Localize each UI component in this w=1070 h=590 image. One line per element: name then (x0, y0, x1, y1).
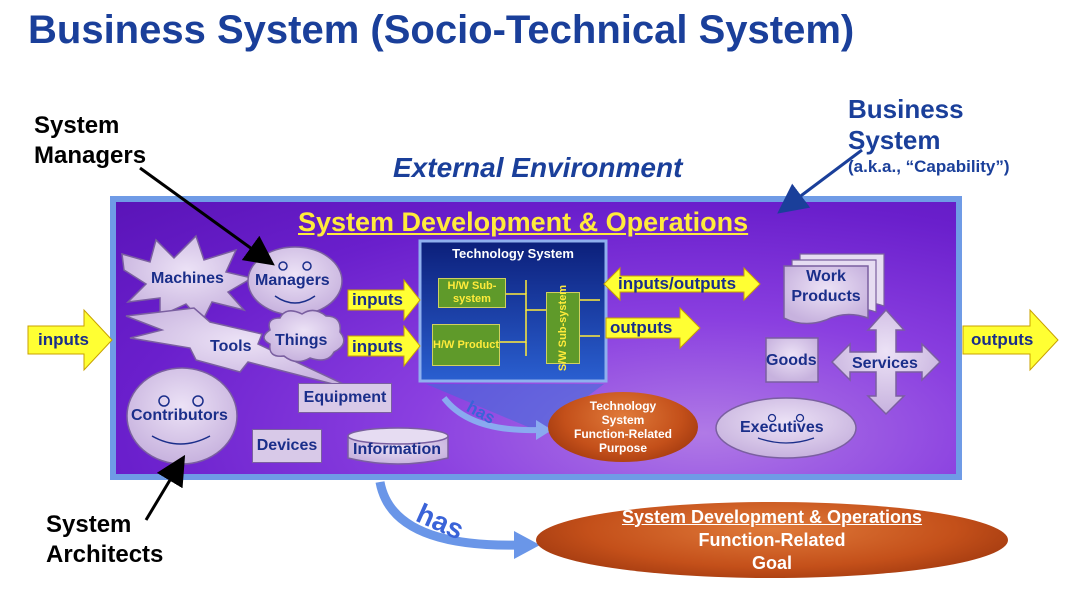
right-outputs-label: outputs (971, 330, 1034, 349)
goal-line1: System Development & Operations (621, 506, 923, 527)
external-environment-label: External Environment (393, 152, 683, 183)
purpose-line4: Purpose (598, 441, 647, 455)
devices-box: Devices (252, 429, 322, 463)
left-inputs-arrow (27, 308, 113, 372)
inputs-2-label: inputs (352, 337, 403, 356)
inputs-outputs-label: inputs/outputs (618, 274, 737, 293)
architects-pointer-arrow (144, 454, 186, 521)
business-system-line2: System (848, 125, 941, 155)
goods-label: Goods (766, 352, 817, 369)
business-system-pointer-arrow (777, 148, 863, 214)
equipment-box: Equipment (298, 383, 392, 413)
executives-oval (715, 397, 857, 459)
outputs-mid-arrow (605, 306, 701, 350)
goal-line2: Function-Related (698, 529, 846, 550)
machines-shape (121, 234, 255, 324)
system-architects-label: System Architects (46, 510, 163, 570)
hw-product-box: H/W Product (432, 324, 500, 366)
has-big-arrow (375, 481, 521, 550)
managers-label: Managers (255, 272, 330, 289)
work-products-doc (783, 265, 869, 325)
sdo-title: System Development & Operations (298, 207, 749, 237)
system-architects-line1: System (46, 511, 132, 538)
contributors-label: Contributors (131, 407, 228, 424)
goods-shape (765, 337, 819, 383)
inputs-arrow-2 (347, 324, 421, 368)
managers-pointer-arrow (139, 166, 275, 266)
work-products-line1: Work (806, 268, 846, 285)
right-outputs-arrow (962, 308, 1059, 372)
outputs-mid-label: outputs (610, 318, 673, 337)
inputs-outputs-arrow (603, 266, 761, 302)
things-label: Things (275, 332, 328, 349)
purpose-line1: Technology (589, 399, 657, 413)
purpose-oval: Technology System Function-Related Purpo… (548, 392, 698, 462)
sw-subsystem-label: S/W Sub-system (557, 284, 569, 372)
work-products-label: Work Products (788, 267, 864, 307)
system-managers-line2: Managers (34, 142, 147, 169)
system-managers-label: System Managers (34, 111, 146, 171)
system-architects-line2: Architects (46, 541, 164, 568)
inputs-1-label: inputs (352, 290, 403, 309)
business-system-line1: Business (848, 94, 964, 124)
hw-subsystem-box: H/W Sub-system (438, 278, 506, 308)
system-managers-line1: System (34, 112, 120, 139)
has-small-arrow (441, 396, 539, 434)
tools-label: Tools (210, 338, 252, 355)
purpose-line3: Function-Related (574, 427, 672, 441)
business-system-label: Business System (848, 94, 964, 156)
information-label: Information (353, 441, 441, 458)
services-shape (830, 308, 942, 416)
left-inputs-label: inputs (38, 330, 89, 349)
inputs-arrow-1 (347, 278, 421, 322)
tools-shape (125, 307, 357, 391)
goal-line3: Goal (751, 552, 792, 573)
business-system-aka: (a.k.a., “Capability”) (848, 157, 1010, 176)
page-title: Business System (Socio-Technical System) (28, 8, 855, 52)
executives-label: Executives (740, 419, 824, 436)
sw-subsystem-box: S/W Sub-system (546, 285, 580, 371)
services-label: Services (852, 355, 918, 372)
technology-system-title: Technology System (452, 246, 574, 261)
work-products-line2: Products (791, 288, 861, 305)
tech-box-triangle (426, 384, 604, 432)
goal-oval: System Development & Operations Function… (536, 502, 1008, 578)
machines-label: Machines (151, 270, 224, 287)
things-cloud (263, 309, 345, 363)
purpose-line2: System (601, 413, 645, 427)
